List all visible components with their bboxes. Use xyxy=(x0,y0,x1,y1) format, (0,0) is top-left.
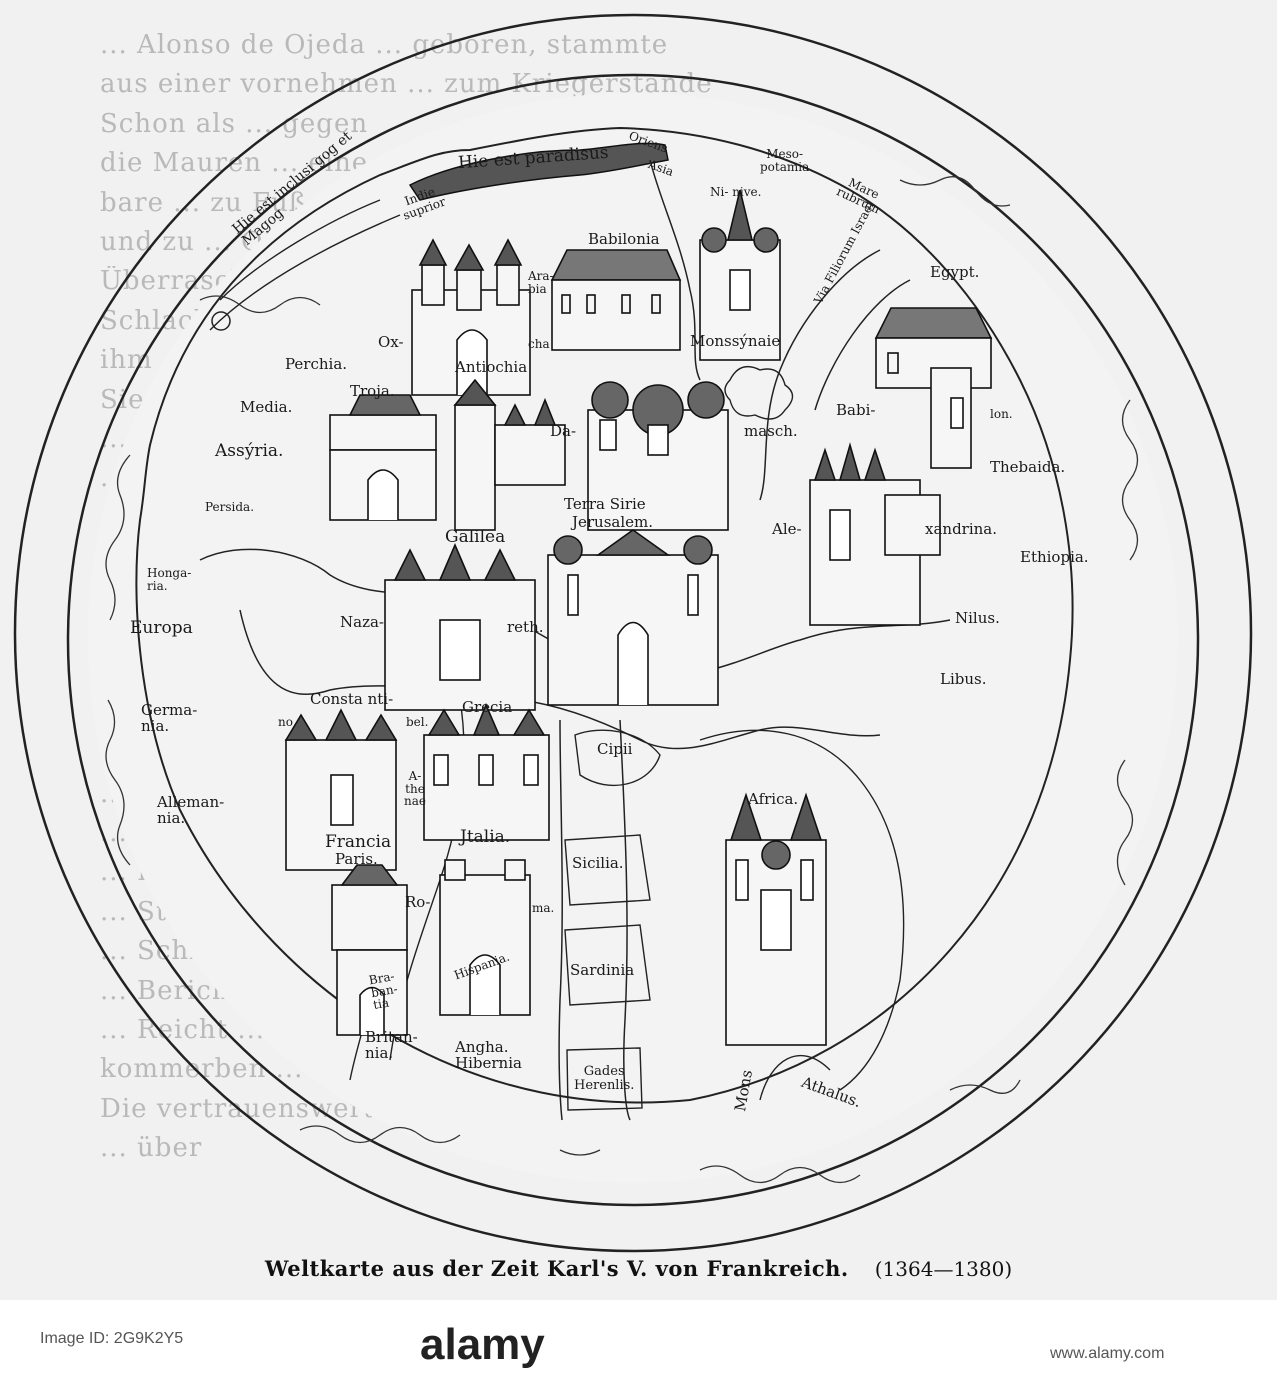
castle-damasch xyxy=(587,381,729,531)
label-masch: masch. xyxy=(744,422,798,440)
island-sardinia xyxy=(564,924,651,1006)
label-ma: ma. xyxy=(532,901,555,915)
castle-grecia xyxy=(423,702,550,841)
watermark-logo: alamy xyxy=(420,1320,545,1369)
label-ox: Ox- xyxy=(378,333,404,351)
label-thebaida: Thebaida. xyxy=(990,458,1066,476)
label-babi: Babi- xyxy=(836,401,876,419)
label-monssynaie: Monssýnaie xyxy=(690,332,781,350)
cloud-sinai xyxy=(724,366,794,420)
castle-oxocha xyxy=(411,238,531,396)
label-britannia: Britan- nia. xyxy=(365,1028,418,1062)
label-allemannia: Alleman- nia. xyxy=(157,793,225,827)
label-constantino: Consta nti- xyxy=(310,690,394,708)
label-antiochia: Antiochia xyxy=(455,358,528,376)
label-jerusalem: Jerusalem. xyxy=(572,513,654,531)
label-athenae: A- the nae xyxy=(404,769,426,809)
label-da: Da- xyxy=(550,422,577,440)
river-mesopotamia xyxy=(649,159,701,381)
label-media: Media. xyxy=(240,398,293,416)
castle-alexandrina xyxy=(809,442,941,626)
label-bel: bel. xyxy=(406,715,429,729)
label-cipii: Cipii xyxy=(597,740,633,758)
map-caption: Weltkarte aus der Zeit Karl's V. von Fra… xyxy=(264,1256,849,1281)
label-ethiopia: Ethiopia. xyxy=(1020,548,1089,566)
label-no: no xyxy=(278,715,293,729)
label-ale: Ale- xyxy=(772,520,802,538)
castle-africa xyxy=(725,792,827,1046)
background-text-line: kommerben ... xyxy=(100,1054,304,1085)
island-sicily xyxy=(564,834,651,906)
label-libus: Libus. xyxy=(940,670,987,688)
label-lon: lon. xyxy=(990,407,1013,421)
background-text-line: bare ... zu Fuß xyxy=(100,187,308,218)
outer-border-circle xyxy=(13,13,1253,1253)
paradise-mountain xyxy=(408,142,669,201)
red-sea xyxy=(759,249,911,501)
label-sardinia: Sardinia xyxy=(570,961,635,979)
label-babilonia: Babilonia xyxy=(588,230,660,248)
background-text-line: Schon als ... gegen xyxy=(100,108,369,139)
label-sicilia: Sicilia. xyxy=(572,854,624,872)
label-africa: Africa. xyxy=(748,790,799,808)
island-gades xyxy=(566,1047,643,1111)
label-troja: Troja. xyxy=(350,382,395,400)
world-coastline xyxy=(135,126,1074,1104)
label-assyria: Assýria. xyxy=(215,441,284,461)
label-italia: Jtalia. xyxy=(460,827,511,847)
castle-jerusalem xyxy=(547,529,719,706)
label-cha: cha xyxy=(528,337,550,351)
castle-troja xyxy=(329,394,437,521)
label-ninive: Ni- nive. xyxy=(710,185,762,199)
label-persida: Persida. xyxy=(205,500,255,514)
map-caption-years: (1364—1380) xyxy=(874,1257,1013,1281)
label-xandrina: xandrina. xyxy=(925,520,998,538)
watermark-image-id: Image ID: 2G9K2Y5 xyxy=(40,1330,184,1347)
label-naza: Naza- xyxy=(340,613,384,631)
mediterranean-coast-south xyxy=(239,609,881,750)
caption-row: Weltkarte aus der Zeit Karl's V. von Fra… xyxy=(0,1256,1277,1292)
label-egypt: Egypt. xyxy=(930,263,980,281)
label-europa: Europa xyxy=(130,618,193,638)
label-ro: Ro- xyxy=(405,893,431,911)
castle-roma xyxy=(439,859,531,1016)
world-map xyxy=(13,13,1253,1253)
label-germania: Germa- nia. xyxy=(141,701,198,735)
label-reth: reth. xyxy=(507,618,544,636)
coast-east-africa xyxy=(699,729,905,1091)
label-terra-sirie: Terra Sirie xyxy=(564,495,646,513)
island-cyprus xyxy=(574,729,661,787)
label-paris: Paris. xyxy=(335,850,378,868)
label-perchia: Perchia. xyxy=(285,355,348,373)
background-text-line: ... Alonso de Ojeda ... geboren, stammte xyxy=(100,30,669,60)
wave-lines xyxy=(105,176,1139,1184)
watermark-bar xyxy=(0,1300,1277,1390)
background-text-line: ... über xyxy=(100,1133,203,1164)
castle-paris xyxy=(331,864,408,1036)
label-francia: Francia xyxy=(325,832,392,852)
castle-ninive xyxy=(699,189,781,361)
label-nilus: Nilus. xyxy=(955,609,1000,627)
label-gades: Gades Herenlis. xyxy=(574,1064,635,1093)
small-circle xyxy=(211,311,231,331)
label-arabia: Ara- bia xyxy=(528,269,554,296)
castle-babilonia xyxy=(550,249,682,351)
castle-constantinobel xyxy=(284,708,398,871)
castle-antiochia xyxy=(453,378,566,531)
label-mesopotamia: Meso- potamia xyxy=(760,147,810,174)
castle-babilon xyxy=(874,307,993,469)
label-anglia: Angha. Hibernia xyxy=(455,1038,522,1072)
watermark-url: www.alamy.com xyxy=(1050,1345,1165,1362)
castle-nazareth xyxy=(384,542,536,711)
book-page: ... Alonso de Ojeda ... geboren, stammte… xyxy=(0,0,1277,1300)
label-galilea: Galilea xyxy=(445,527,506,547)
hill-north-west xyxy=(209,199,401,331)
mountain-africa xyxy=(759,1054,831,1101)
label-hongaria: Honga- ria. xyxy=(147,566,192,593)
inner-border-circle xyxy=(66,73,1200,1207)
sea-divider xyxy=(558,719,631,1121)
label-grecia: Grecia xyxy=(462,698,513,716)
